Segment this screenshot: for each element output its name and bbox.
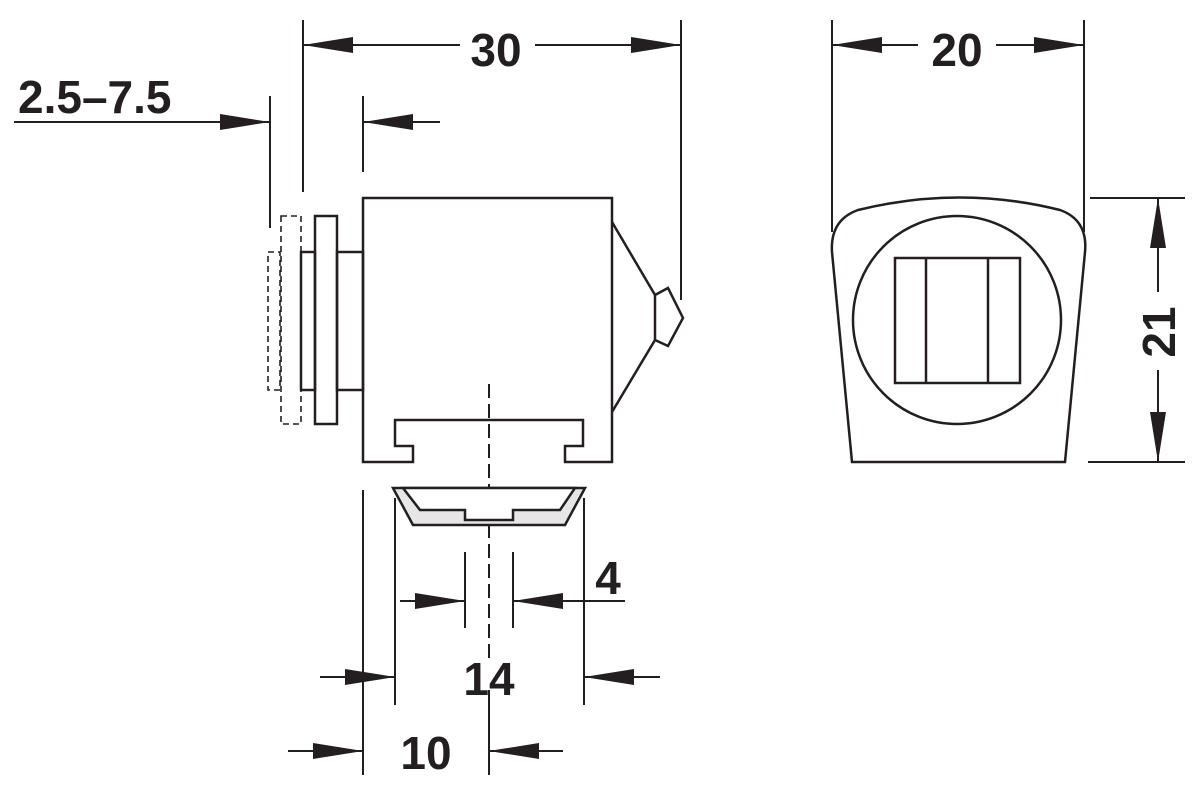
dim-label-30: 30 (470, 24, 521, 76)
arrow-icon (584, 669, 634, 685)
dim-label-20: 20 (931, 24, 982, 76)
front-housing (830, 196, 1087, 464)
cone (610, 221, 657, 413)
magnet-block (893, 256, 1022, 385)
plunger-tip (654, 286, 685, 348)
dimension-10: 10 (288, 490, 563, 779)
arrow-icon (303, 37, 353, 53)
front-view (830, 196, 1087, 464)
dimension-4: 4 (400, 552, 625, 628)
arrow-icon (631, 37, 681, 53)
dim-label-4: 4 (595, 552, 621, 604)
arrow-icon (1150, 198, 1166, 248)
arrow-icon (345, 669, 395, 685)
arrow-icon (363, 114, 413, 130)
dimension-20: 20 (831, 20, 1085, 232)
dim-label-2-5-7-5: 2.5–7.5 (18, 71, 171, 123)
adjust-outline-inner (267, 251, 281, 391)
flange-plate (313, 214, 339, 426)
arrow-icon (415, 593, 465, 609)
arrow-icon (220, 114, 270, 130)
arrow-icon (832, 37, 882, 53)
side-view (267, 196, 685, 660)
arrow-icon (1150, 412, 1166, 462)
arrow-icon (313, 743, 363, 759)
arrow-icon (513, 593, 563, 609)
strike-plate-channel (400, 486, 578, 522)
magnet-ring (851, 214, 1063, 426)
adjust-outline-outer (280, 215, 302, 425)
spacer (335, 250, 365, 392)
catch-body (361, 196, 614, 464)
dim-label-21: 21 (1133, 306, 1185, 357)
arrow-icon (1034, 37, 1084, 53)
dim-label-10: 10 (400, 727, 451, 779)
back-plate (299, 250, 317, 392)
arrow-icon (489, 743, 539, 759)
dimension-2-5-7-5: 2.5–7.5 (14, 71, 440, 228)
dimension-21: 21 (1088, 197, 1185, 463)
dimension-30: 30 (302, 20, 682, 300)
